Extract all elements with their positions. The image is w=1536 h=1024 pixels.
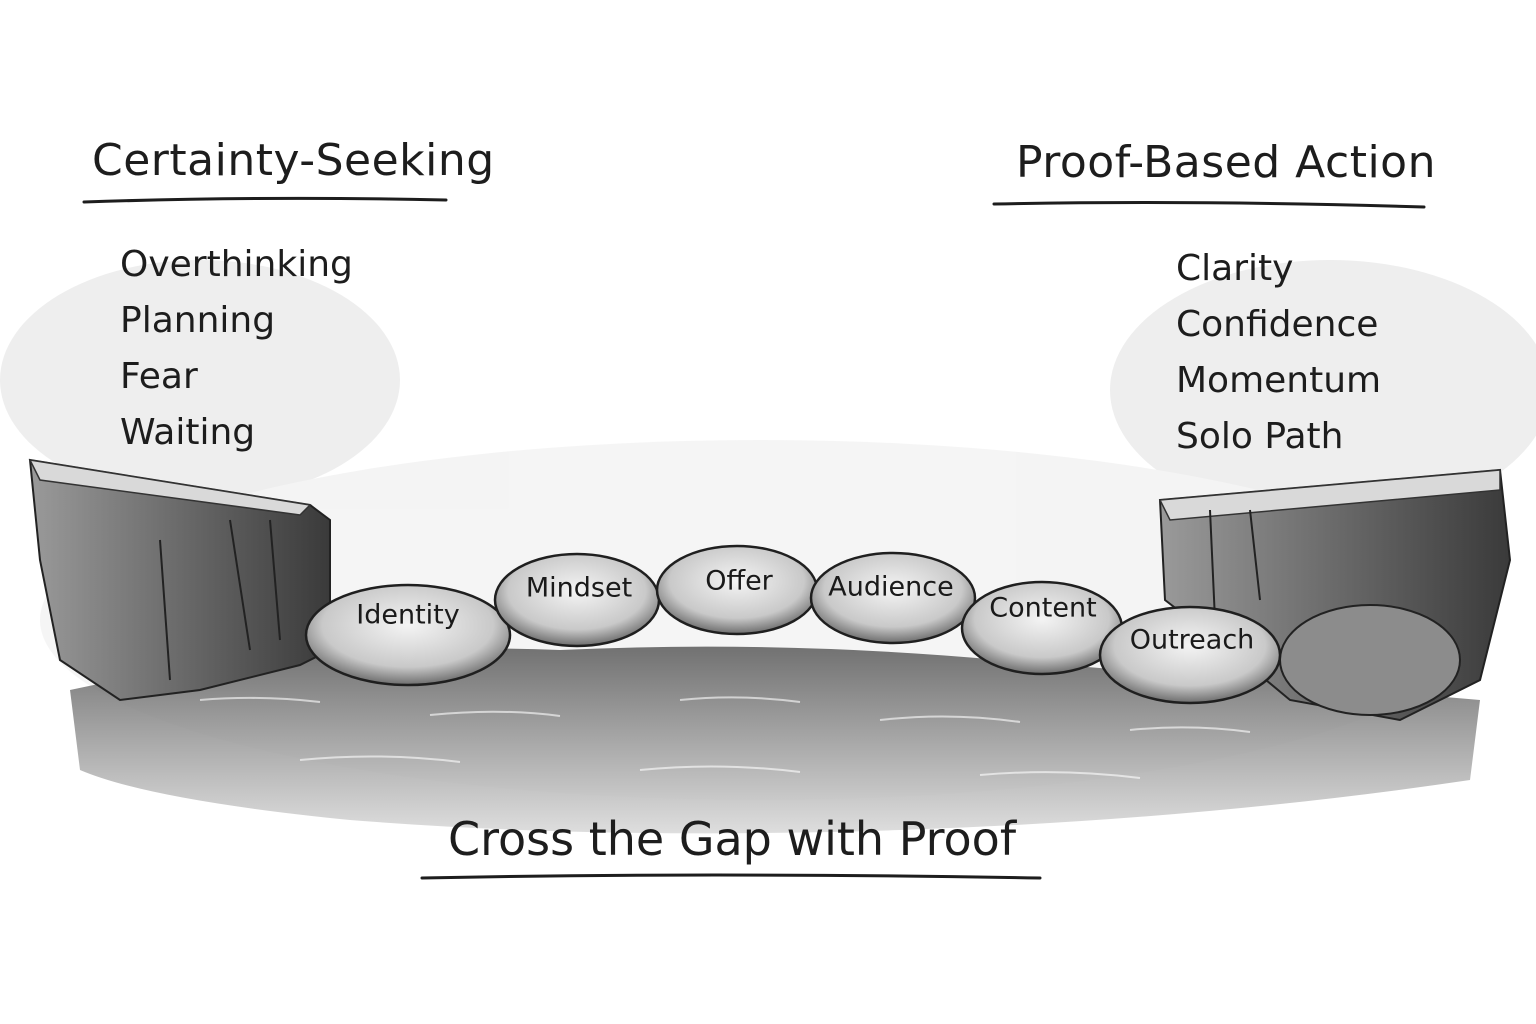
right-heading-underline <box>994 203 1424 207</box>
left-item-fear: Fear <box>120 349 353 405</box>
left-heading: Certainty-Seeking <box>92 135 495 186</box>
stone-label-audience: Audience <box>828 572 953 603</box>
left-list: Overthinking Planning Fear Waiting <box>120 237 353 461</box>
left-item-waiting: Waiting <box>120 405 353 461</box>
stone-label-mindset: Mindset <box>526 573 632 604</box>
right-heading: Proof-Based Action <box>1016 137 1436 188</box>
left-item-planning: Planning <box>120 293 353 349</box>
right-item-clarity: Clarity <box>1176 241 1381 297</box>
stone-label-identity: Identity <box>356 600 459 631</box>
footer-underline <box>422 875 1040 878</box>
stone-label-content: Content <box>989 593 1096 624</box>
footer-caption: Cross the Gap with Proof <box>448 812 1016 866</box>
right-list: Clarity Confidence Momentum Solo Path <box>1176 241 1381 465</box>
right-item-confidence: Confidence <box>1176 297 1381 353</box>
stone-label-outreach: Outreach <box>1130 625 1255 656</box>
left-heading-underline <box>84 198 446 202</box>
left-item-overthinking: Overthinking <box>120 237 353 293</box>
stone-label-offer: Offer <box>705 566 773 597</box>
right-item-solo-path: Solo Path <box>1176 409 1381 465</box>
right-item-momentum: Momentum <box>1176 353 1381 409</box>
